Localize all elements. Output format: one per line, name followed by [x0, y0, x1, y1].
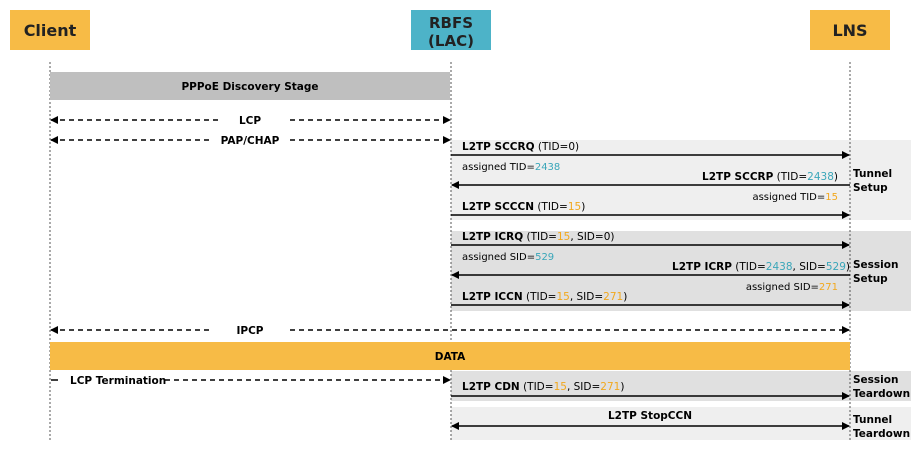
client-label: Client	[24, 21, 77, 40]
iccn-message: L2TP ICCN (TID=15, SID=271)	[451, 291, 850, 309]
client-participant: Client	[10, 10, 90, 50]
discovery-stage-label: PPPoE Discovery Stage	[181, 81, 318, 93]
rbfs-participant: RBFS (LAC)	[411, 10, 491, 50]
scccn-message: L2TP SCCCN (TID=15)	[451, 201, 850, 219]
tunnel-setup-label-2: Setup	[853, 182, 888, 194]
sccrq-message: L2TP SCCRQ (TID=0)	[451, 141, 850, 159]
lcp-termination-message: LCP Termination	[51, 375, 451, 387]
session-setup-label-2: Setup	[853, 273, 888, 285]
sccrp-message: L2TP SCCRP (TID=2438)	[451, 171, 850, 189]
lns-participant: LNS	[810, 10, 890, 50]
assigned-tid-15: assigned TID=15	[752, 192, 838, 203]
assigned-sid-271: assigned SID=271	[746, 282, 838, 293]
icrq-message: L2TP ICRQ (TID=15, SID=0)	[451, 231, 850, 249]
lns-label: LNS	[832, 21, 867, 40]
sccrq-label: L2TP SCCRQ (TID=0)	[462, 141, 579, 153]
discovery-stage-bar: PPPoE Discovery Stage	[50, 72, 450, 100]
assigned-sid-529: assigned SID=529	[462, 252, 554, 263]
ipcp-label: IPCP	[236, 325, 263, 337]
lcp-termination-label: LCP Termination	[70, 375, 166, 387]
icrp-label: L2TP ICRP (TID=2438, SID=529)	[672, 261, 850, 273]
session-teardown-label-1: Session	[853, 374, 898, 386]
stopccn-message: L2TP StopCCN	[451, 410, 850, 430]
icrq-label: L2TP ICRQ (TID=15, SID=0)	[462, 231, 614, 243]
data-stage-bar: DATA	[50, 342, 850, 370]
papchap-message: PAP/CHAP	[50, 135, 451, 147]
tunnel-setup-band	[451, 140, 911, 220]
lcp-label: LCP	[239, 115, 261, 127]
papchap-label: PAP/CHAP	[221, 135, 280, 147]
stopccn-label: L2TP StopCCN	[608, 410, 692, 422]
rbfs-label-line2: (LAC)	[428, 32, 474, 50]
rbfs-label-line1: RBFS	[429, 14, 473, 32]
tunnel-teardown-label-2: Teardown	[853, 428, 910, 440]
session-setup-label-1: Session	[853, 259, 898, 271]
icrp-message: L2TP ICRP (TID=2438, SID=529)	[451, 261, 850, 279]
scccn-label: L2TP SCCCN (TID=15)	[462, 201, 585, 213]
iccn-label: L2TP ICCN (TID=15, SID=271)	[462, 291, 627, 303]
lcp-message: LCP	[50, 115, 451, 127]
cdn-message: L2TP CDN (TID=15, SID=271)	[451, 381, 850, 400]
tunnel-setup-label-1: Tunnel	[853, 168, 892, 180]
sccrp-label: L2TP SCCRP (TID=2438)	[702, 171, 838, 183]
cdn-label: L2TP CDN (TID=15, SID=271)	[462, 381, 624, 393]
ipcp-message: IPCP	[50, 325, 850, 337]
session-teardown-label-2: Teardown	[853, 388, 910, 400]
data-stage-label: DATA	[435, 351, 466, 363]
tunnel-teardown-label-1: Tunnel	[853, 414, 892, 426]
assigned-tid-2438: assigned TID=2438	[462, 162, 560, 173]
